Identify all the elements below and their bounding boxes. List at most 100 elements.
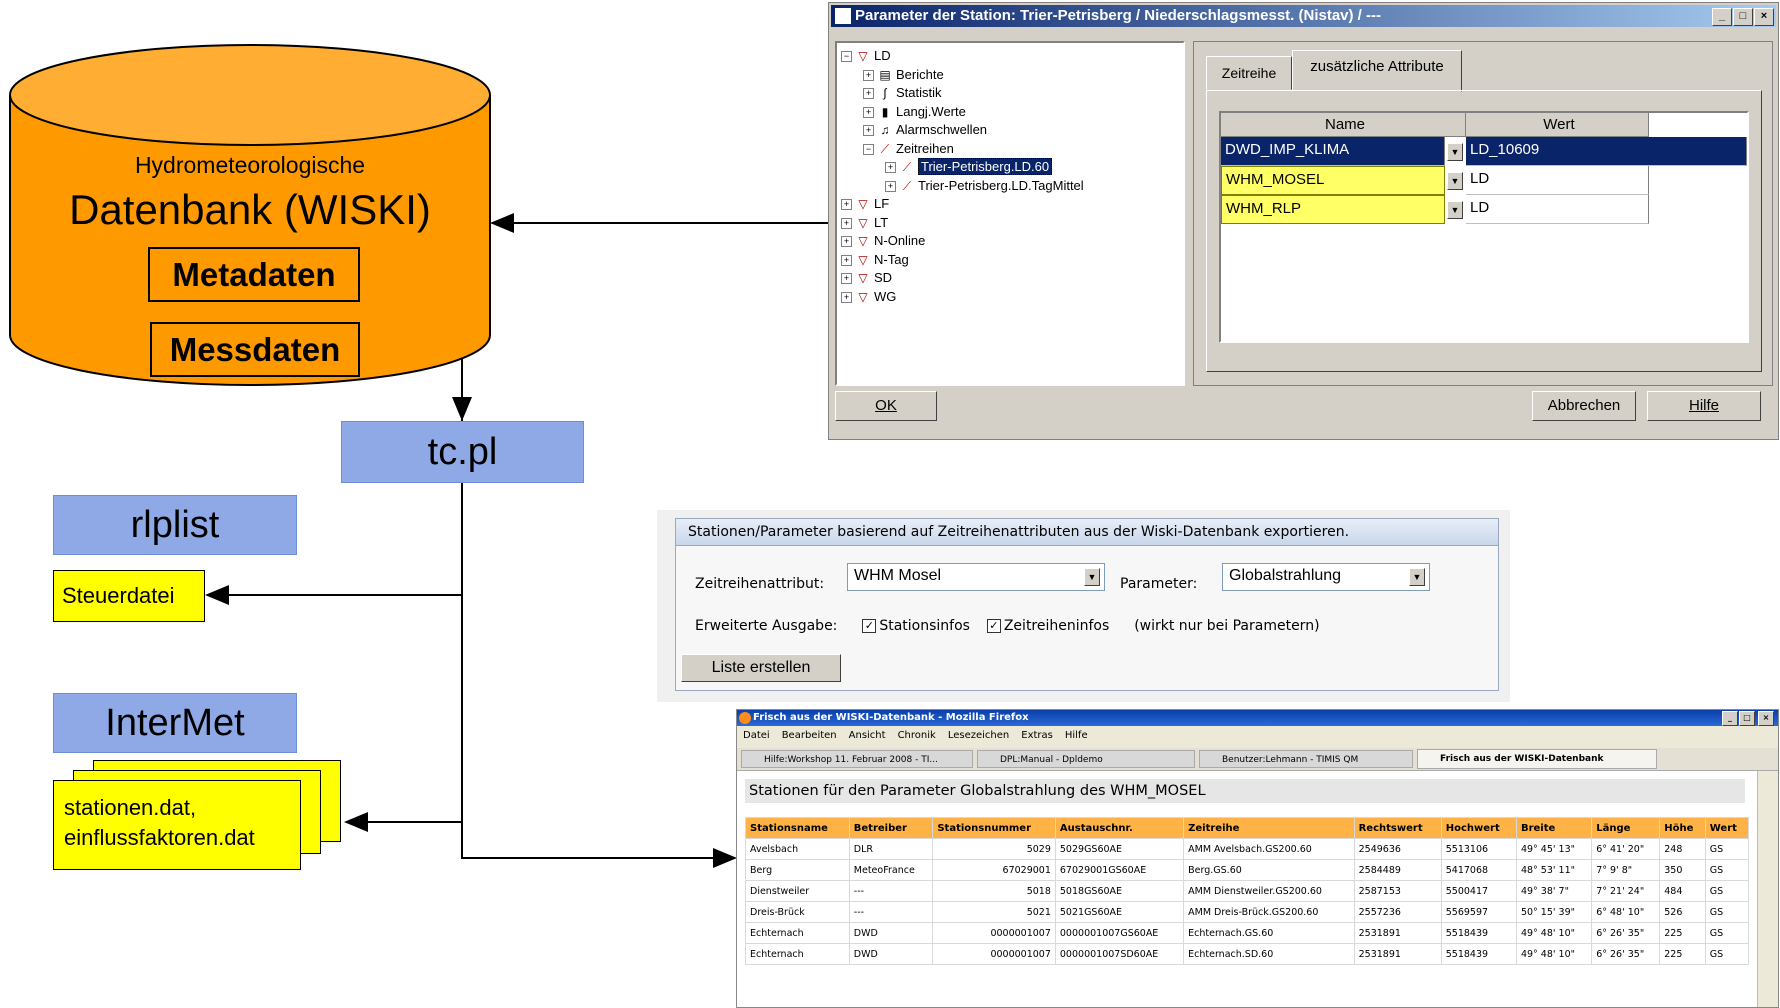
- collapse-icon[interactable]: −: [841, 51, 852, 63]
- table-cell: 5029GS60AE: [1054, 838, 1185, 860]
- report-icon: ▤: [879, 67, 891, 82]
- column-header[interactable]: Stationsname: [745, 817, 850, 839]
- column-header[interactable]: Austauschnr.: [1054, 817, 1185, 839]
- table-cell: DWD: [848, 943, 934, 965]
- grid-name-cell[interactable]: WHM_MOSEL: [1221, 166, 1445, 195]
- expand-icon[interactable]: +: [841, 236, 852, 248]
- help-button[interactable]: Hilfe: [1647, 391, 1761, 421]
- table-cell: GS: [1704, 901, 1750, 923]
- grid-value-cell[interactable]: LD: [1466, 195, 1649, 224]
- close-icon[interactable]: ×: [1758, 711, 1774, 726]
- tab-dpl-manual[interactable]: DPL:Manual - Dpldemo: [977, 750, 1195, 768]
- expand-icon[interactable]: +: [841, 199, 852, 211]
- table-cell: 5518439: [1440, 922, 1517, 944]
- tree-item[interactable]: + ▽ SD: [841, 269, 892, 287]
- tree-item-label: LF: [874, 196, 890, 211]
- tree-item[interactable]: +⟋Trier-Petrisberg.LD.TagMittel: [885, 177, 1084, 195]
- tree-item[interactable]: +▽N-Tag: [841, 251, 909, 269]
- tree-item-label: SD: [874, 270, 893, 285]
- tree-item-label: N-Tag: [874, 251, 909, 267]
- expand-icon[interactable]: +: [885, 180, 896, 192]
- table-cell: 0000001007SD60AE: [1054, 943, 1185, 965]
- table-cell: 5018GS60AE: [1054, 880, 1185, 902]
- files-line2: einflussfaktoren.dat: [64, 825, 255, 850]
- table-cell: Echternach.SD.60: [1183, 943, 1355, 965]
- column-header[interactable]: Betreiber: [848, 817, 934, 839]
- column-header[interactable]: Wert: [1704, 817, 1750, 839]
- grid-value-cell[interactable]: LD_10609: [1466, 137, 1747, 166]
- close-icon[interactable]: ×: [1754, 8, 1774, 26]
- column-header[interactable]: Breite: [1515, 817, 1593, 839]
- grid-name-cell[interactable]: WHM_RLP: [1221, 195, 1445, 224]
- firefox-title: Frisch aus der WISKI-Datenbank - Mozilla…: [753, 712, 1029, 723]
- dialog-title: Parameter der Station: Trier-Petrisberg …: [855, 7, 1382, 24]
- dropdown-arrow-icon[interactable]: ▼: [1447, 201, 1463, 219]
- expand-icon[interactable]: +: [863, 88, 874, 100]
- menu-item[interactable]: Chronik: [897, 730, 936, 741]
- expand-icon[interactable]: +: [841, 291, 852, 303]
- cancel-button[interactable]: Abbrechen: [1532, 391, 1636, 421]
- expand-icon[interactable]: +: [863, 125, 874, 137]
- param-select[interactable]: Globalstrahlung ▼: [1222, 563, 1430, 591]
- maximize-icon[interactable]: □: [1733, 8, 1753, 26]
- tab-hilfe-workshop[interactable]: Hilfe:Workshop 11. Februar 2008 - TI...: [741, 750, 973, 768]
- create-list-button[interactable]: Liste erstellen: [681, 654, 841, 682]
- expand-icon[interactable]: +: [841, 273, 852, 285]
- menu-item[interactable]: Bearbeiten: [781, 730, 837, 741]
- table-cell: 526: [1659, 901, 1706, 923]
- tree-item[interactable]: −▽LD: [841, 47, 891, 65]
- expand-icon[interactable]: +: [863, 106, 874, 118]
- column-header[interactable]: Zeitreihe: [1183, 817, 1355, 839]
- menu-item[interactable]: Extras: [1021, 730, 1053, 741]
- tree-item[interactable]: +⟋Trier-Petrisberg.LD.60: [885, 158, 1053, 176]
- station-icon: ▽: [858, 215, 868, 230]
- column-header[interactable]: Länge: [1591, 817, 1661, 839]
- column-header[interactable]: Rechtswert: [1353, 817, 1442, 839]
- expand-icon[interactable]: +: [885, 162, 896, 174]
- menu-item[interactable]: Datei: [743, 730, 770, 741]
- minimize-icon[interactable]: _: [1722, 711, 1738, 726]
- tree-item[interactable]: +▤Berichte: [863, 66, 944, 84]
- station-icon: ▽: [858, 271, 868, 285]
- tree-item[interactable]: + ▽ LT: [841, 214, 888, 232]
- column-header[interactable]: Hochwert: [1440, 817, 1517, 839]
- tree-item-label: LT: [874, 214, 889, 230]
- table-cell: 6° 26' 35": [1591, 922, 1661, 944]
- dropdown-arrow-icon[interactable]: ▼: [1409, 568, 1425, 586]
- attr-select[interactable]: WHM Mosel ▼: [847, 563, 1105, 591]
- zeitreiheninfos-checkbox[interactable]: ✓: [986, 619, 1001, 633]
- tree-item[interactable]: +▽WG: [841, 288, 896, 306]
- dropdown-arrow-icon[interactable]: ▼: [1447, 172, 1463, 190]
- tab-benutzer-lehmann[interactable]: Benutzer:Lehmann - TIMIS QM: [1199, 750, 1413, 768]
- dialog-titlebar: Parameter der Station: Trier-Petrisberg …: [831, 5, 1776, 27]
- ok-button[interactable]: OK: [835, 391, 937, 421]
- grid-name-cell[interactable]: DWD_IMP_KLIMA: [1221, 137, 1445, 166]
- tab-zeitreihe[interactable]: Zeitreihe: [1206, 56, 1292, 90]
- column-header[interactable]: Höhe: [1659, 817, 1706, 839]
- expand-icon[interactable]: +: [841, 217, 852, 229]
- menu-item[interactable]: Hilfe: [1064, 730, 1088, 741]
- maximize-icon[interactable]: □: [1739, 711, 1755, 726]
- tree-item[interactable]: +▽N-Online: [841, 232, 925, 250]
- column-header[interactable]: Stationsnummer: [932, 817, 1056, 839]
- expand-icon[interactable]: +: [841, 254, 852, 266]
- tab-frisch-aus-wiski[interactable]: Frisch aus der WISKI-Datenbank: [1417, 749, 1657, 769]
- menu-item[interactable]: Ansicht: [848, 730, 886, 741]
- table-cell: 49° 45' 13": [1515, 838, 1593, 860]
- stationsinfos-checkbox[interactable]: ✓: [862, 619, 877, 633]
- collapse-icon[interactable]: −: [863, 143, 874, 155]
- tree-item[interactable]: +♫Alarmschwellen: [863, 121, 987, 139]
- grid-value-cell[interactable]: LD: [1466, 166, 1649, 195]
- tree-item[interactable]: +▽LF: [841, 195, 889, 213]
- tree-item[interactable]: −⟋Zeitreihen: [863, 140, 954, 158]
- dropdown-arrow-icon[interactable]: ▼: [1084, 568, 1100, 586]
- tree-item[interactable]: +∫Statistik: [863, 84, 942, 102]
- expand-icon[interactable]: +: [863, 69, 874, 81]
- menu-item[interactable]: Lesezeichen: [947, 730, 1010, 741]
- tree-item[interactable]: +▮Langj.Werte: [863, 103, 966, 121]
- tab-zusaetzliche-attribute[interactable]: zusätzliche Attribute: [1292, 50, 1462, 92]
- table-cell: GS: [1704, 838, 1750, 860]
- scrollbar[interactable]: [1757, 771, 1778, 1007]
- minimize-icon[interactable]: _: [1712, 8, 1732, 26]
- dropdown-arrow-icon[interactable]: ▼: [1447, 143, 1463, 161]
